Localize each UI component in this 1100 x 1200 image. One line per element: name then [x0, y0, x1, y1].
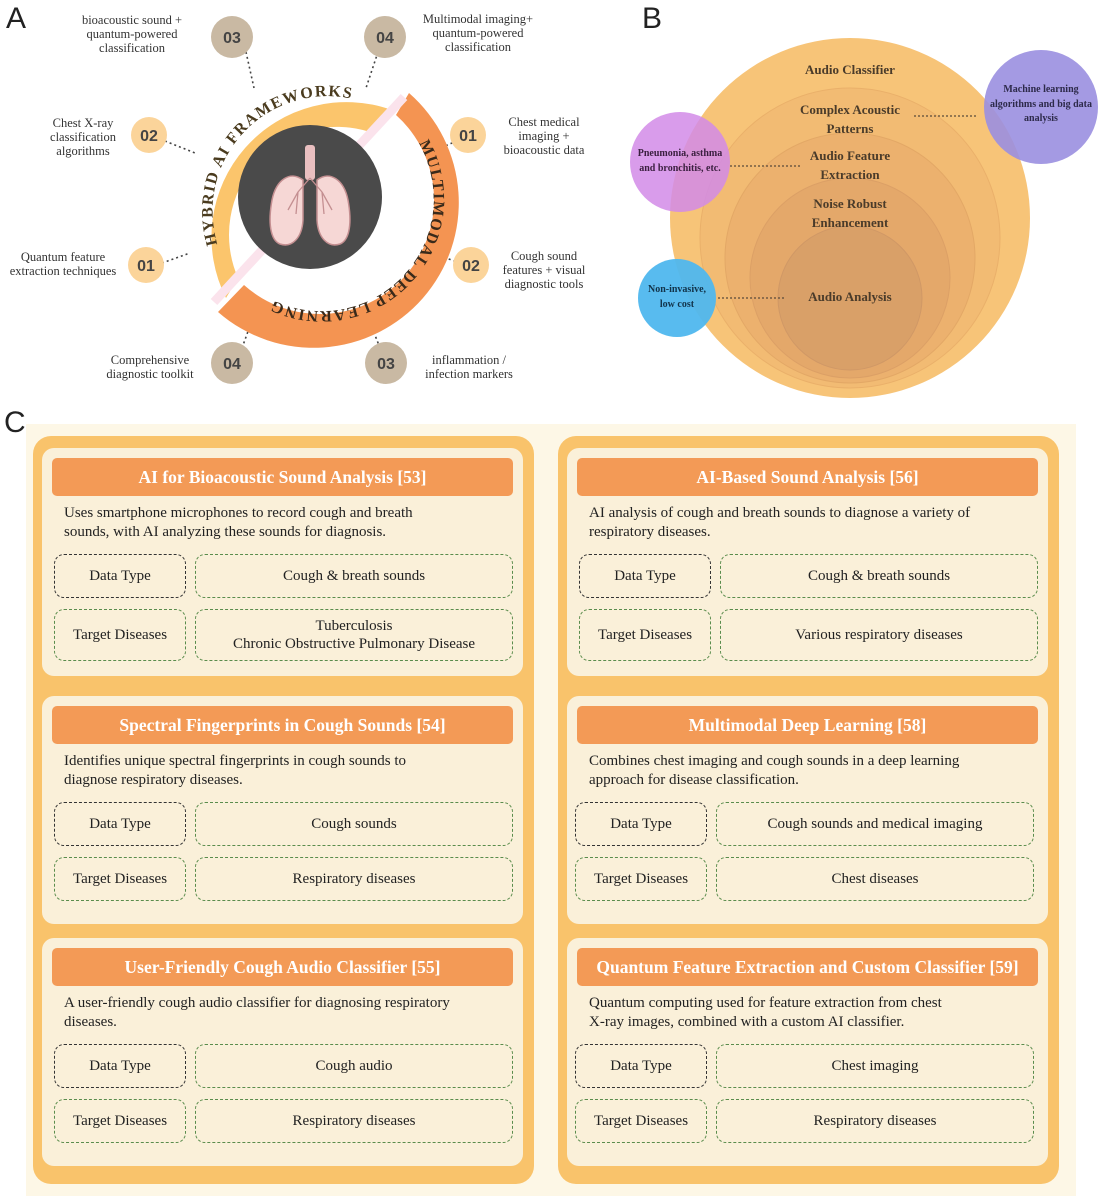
data-type-value: Cough & breath sounds: [720, 554, 1038, 598]
target-diseases-value: Respiratory diseases: [716, 1099, 1034, 1143]
data-type-label: Data Type: [54, 1044, 186, 1088]
num-left-02: 02: [140, 128, 158, 145]
method-card: Spectral Fingerprints in Cough Sounds [5…: [42, 696, 523, 924]
lungs-icon: [269, 145, 351, 246]
num-right-02: 02: [462, 258, 480, 275]
panel-a-diagram: HYBRID AI FRAMEWORKS MULTIMODAL DEEP LEA…: [128, 16, 489, 384]
card-title: AI for Bioacoustic Sound Analysis [53]: [52, 458, 513, 496]
data-type-value: Cough audio: [195, 1044, 513, 1088]
data-type-value: Cough sounds and medical imaging: [716, 802, 1034, 846]
data-type-value: Cough sounds: [195, 802, 513, 846]
card-description: Quantum computing used for feature extra…: [589, 995, 942, 1030]
card-title: Spectral Fingerprints in Cough Sounds [5…: [52, 706, 513, 744]
data-type-value: Cough & breath sounds: [195, 554, 513, 598]
target-diseases-value: Respiratory diseases: [195, 857, 513, 901]
num-left-01: 01: [137, 258, 155, 275]
card-description: Identifies unique spectral fingerprints …: [64, 753, 407, 788]
card-description: AI analysis of cough and breath sounds t…: [589, 505, 971, 540]
multimodal-ring: [218, 93, 459, 348]
target-diseases-value: Respiratory diseases: [195, 1099, 513, 1143]
target-diseases-value: Various respiratory diseases: [720, 609, 1038, 661]
num-right-04: 04: [376, 30, 394, 47]
target-diseases-label: Target Diseases: [54, 857, 186, 901]
num-right-03: 03: [377, 356, 395, 373]
card-title: AI-Based Sound Analysis [56]: [577, 458, 1038, 496]
panel-c-letter: C: [4, 406, 26, 439]
layer-label-audio-classifier: Audio Classifier: [805, 62, 895, 77]
panel-a-letter: A: [6, 2, 27, 35]
method-card: User-Friendly Cough Audio Classifier [55…: [42, 938, 523, 1166]
card-description: Combines chest imaging and cough sounds …: [589, 753, 960, 788]
target-diseases-value: Chest diseases: [716, 857, 1034, 901]
data-type-value: Chest imaging: [716, 1044, 1034, 1088]
method-card: Multimodal Deep Learning [58] Combines c…: [567, 696, 1048, 924]
data-type-label: Data Type: [575, 802, 707, 846]
annotation-right-03: inflammation /infection markers: [425, 353, 513, 381]
data-type-label: Data Type: [54, 802, 186, 846]
target-diseases-label: Target Diseases: [575, 1099, 707, 1143]
panel-b-diagram: [630, 38, 1098, 398]
target-diseases-label: Target Diseases: [575, 857, 707, 901]
method-card: AI-Based Sound Analysis [56] AI analysis…: [567, 448, 1048, 676]
panel-b-letter: B: [642, 2, 663, 35]
ml-bigdata-circle: [984, 50, 1098, 164]
noninvasive-circle: [638, 259, 716, 337]
data-type-label: Data Type: [579, 554, 711, 598]
card-title: Quantum Feature Extraction and Custom Cl…: [577, 948, 1038, 986]
num-left-04: 04: [223, 356, 241, 373]
card-title: User-Friendly Cough Audio Classifier [55…: [52, 948, 513, 986]
method-card: Quantum Feature Extraction and Custom Cl…: [567, 938, 1048, 1166]
num-left-03: 03: [223, 30, 241, 47]
target-diseases-label: Target Diseases: [579, 609, 711, 661]
diseases-circle: [630, 112, 730, 212]
layer-label-audio-analysis: Audio Analysis: [808, 289, 892, 304]
card-description: Uses smartphone microphones to record co…: [64, 505, 413, 540]
card-title: Multimodal Deep Learning [58]: [577, 706, 1038, 744]
target-diseases-label: Target Diseases: [54, 1099, 186, 1143]
method-card: AI for Bioacoustic Sound Analysis [53] U…: [42, 448, 523, 676]
card-description: A user-friendly cough audio classifier f…: [64, 995, 450, 1030]
target-diseases-label: Target Diseases: [54, 609, 186, 661]
num-right-01: 01: [459, 128, 477, 145]
data-type-label: Data Type: [575, 1044, 707, 1088]
noninvasive-label: Non-invasive,low cost: [647, 284, 707, 310]
data-type-label: Data Type: [54, 554, 186, 598]
